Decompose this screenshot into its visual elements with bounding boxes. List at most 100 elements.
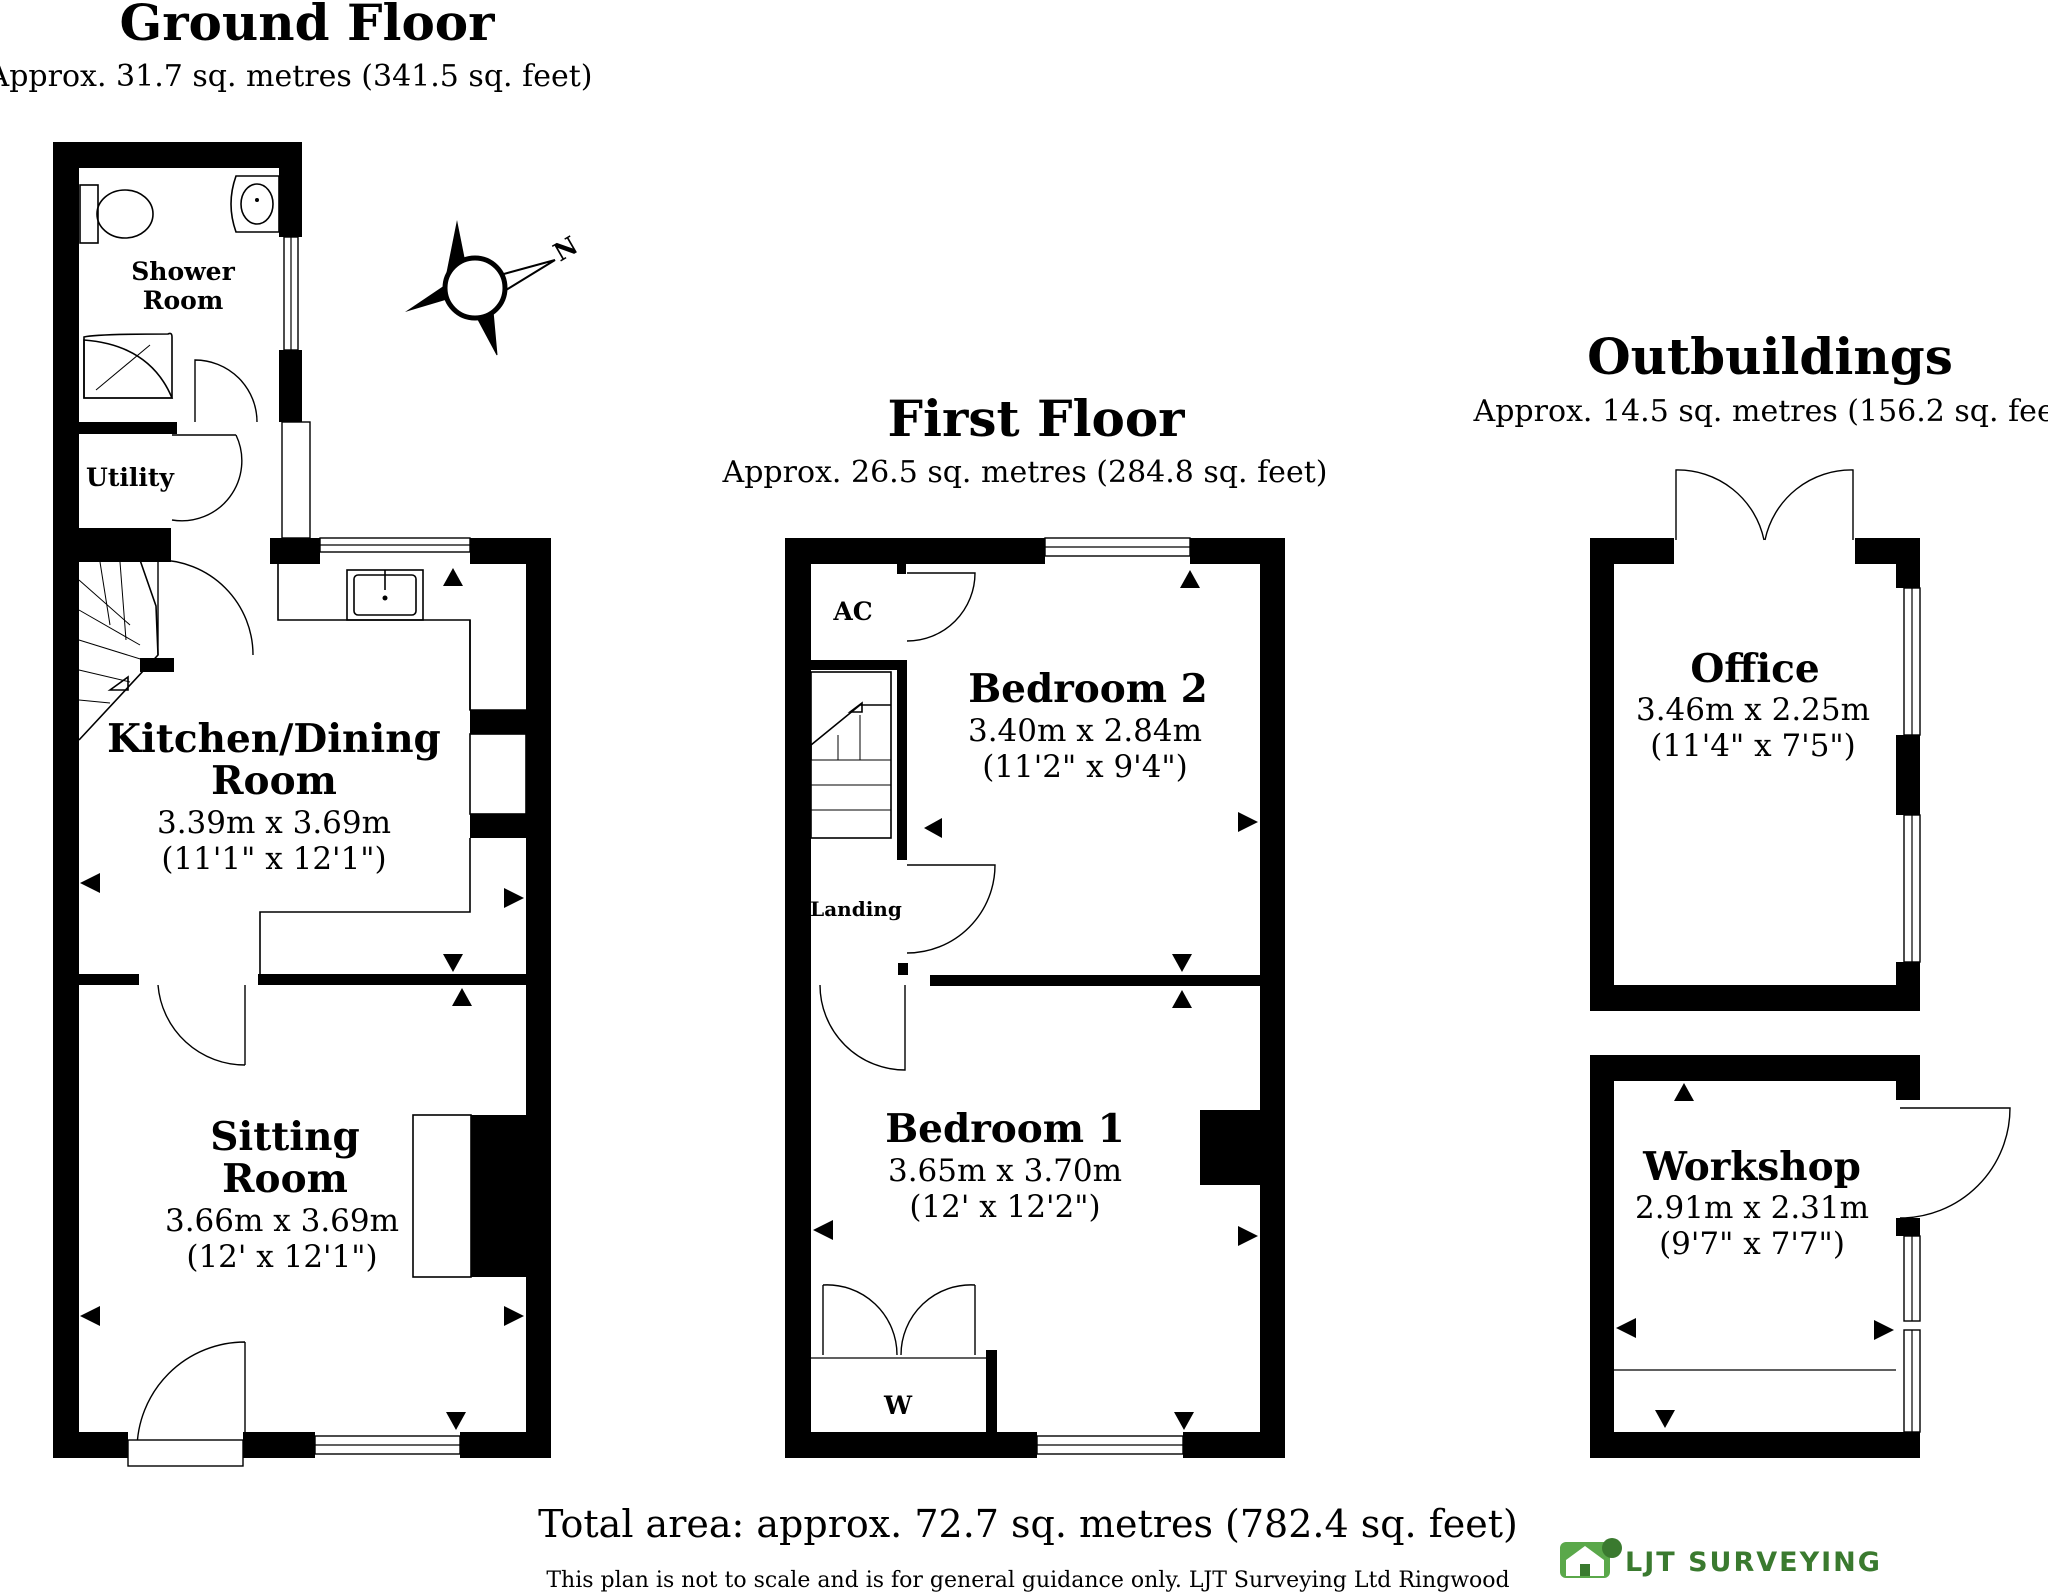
logo-text: LJT SURVEYING <box>1625 1547 1882 1578</box>
wall <box>1183 1432 1285 1458</box>
office-metric: 3.46m x 2.25m <box>1636 692 1870 728</box>
wall <box>270 538 320 564</box>
bedroom2-metric: 3.40m x 2.84m <box>968 713 1202 749</box>
sitting-label-2: Room <box>222 1156 348 1202</box>
disclaimer: This plan is not to scale and is for gen… <box>546 1568 1509 1593</box>
wall <box>1590 985 1920 1011</box>
outbuildings-title: Outbuildings <box>1587 327 1953 386</box>
wall <box>79 422 177 434</box>
wall <box>243 1432 315 1458</box>
wall <box>79 528 171 562</box>
compass-icon: N <box>405 220 583 356</box>
wall <box>1260 538 1285 1458</box>
first-floor-area: Approx. 26.5 sq. metres (284.8 sq. feet) <box>722 455 1328 490</box>
wall <box>1896 962 1920 1011</box>
workshop-imperial: (9'7" x 7'7") <box>1659 1226 1845 1262</box>
wall <box>1896 1055 1920 1100</box>
wall <box>1590 1055 1614 1458</box>
wall <box>897 564 906 574</box>
wall <box>1896 538 1920 588</box>
stairs <box>810 671 892 839</box>
wall <box>1896 1218 1920 1236</box>
wall <box>460 1432 551 1458</box>
ac-label: AC <box>832 597 872 626</box>
total-area: Total area: approx. 72.7 sq. metres (782… <box>538 1502 1518 1546</box>
office-label: Office <box>1690 646 1819 692</box>
wall <box>53 1432 128 1458</box>
worktop <box>277 564 526 711</box>
stairs <box>78 559 159 741</box>
wall <box>470 538 551 564</box>
ground-floor-title: Ground Floor <box>120 0 496 52</box>
door-ac <box>906 572 976 642</box>
wall <box>258 974 526 985</box>
wall <box>785 1432 1037 1458</box>
ljt-logo-icon <box>1560 1538 1622 1578</box>
door-bedroom2 <box>906 864 996 954</box>
wall <box>279 142 302 237</box>
office-imperial: (11'4" x 7'5") <box>1650 728 1856 764</box>
worktop <box>259 838 471 974</box>
front-door <box>136 1341 246 1451</box>
shower-room-label-2: Room <box>143 286 224 315</box>
office-door <box>1764 469 1854 541</box>
kitchen-imperial: (11'1" x 12'1") <box>161 841 386 877</box>
first-floor: First Floor Approx. 26.5 sq. metres (284… <box>722 389 1328 1458</box>
wall <box>811 660 906 670</box>
shower-tray <box>83 332 173 399</box>
chimney-breast <box>470 710 526 734</box>
door-utility <box>171 434 243 522</box>
ground-floor: Ground Floor Approx. 31.7 sq. metres (34… <box>0 0 592 1467</box>
workshop-label: Workshop <box>1642 1144 1861 1190</box>
door-bedroom1 <box>819 984 906 1071</box>
basin <box>230 175 280 233</box>
ground-floor-area: Approx. 31.7 sq. metres (341.5 sq. feet) <box>0 59 592 94</box>
wall <box>897 660 907 860</box>
first-floor-title: First Floor <box>887 389 1185 448</box>
front-door-frame <box>127 1439 244 1467</box>
wall <box>279 350 302 422</box>
wardrobe-label: W <box>883 1391 913 1420</box>
wardrobe-door <box>822 1284 898 1356</box>
toilet-bowl <box>96 189 154 239</box>
bedroom1-label: Bedroom 1 <box>885 1106 1125 1152</box>
utility-label: Utility <box>86 463 175 492</box>
wall <box>785 538 811 1458</box>
shower-room-label: Shower <box>131 257 235 286</box>
kitchen-metric: 3.39m x 3.69m <box>157 805 391 841</box>
footer: Total area: approx. 72.7 sq. metres (782… <box>538 1502 1882 1593</box>
bedroom1-metric: 3.65m x 3.70m <box>888 1153 1122 1189</box>
alcove <box>469 733 527 815</box>
wall <box>526 538 551 1458</box>
wall <box>930 975 1260 986</box>
wall <box>785 538 1045 564</box>
sitting-imperial: (12' x 12'1") <box>186 1239 377 1275</box>
bedroom2-label: Bedroom 2 <box>968 666 1208 712</box>
workshop-metric: 2.91m x 2.31m <box>1635 1190 1869 1226</box>
workshop-door <box>1899 1107 2011 1219</box>
landing-label: Landing <box>810 897 902 921</box>
outbuildings-area: Approx. 14.5 sq. metres (156.2 sq. feet) <box>1473 394 2048 429</box>
wall <box>1590 1055 1920 1081</box>
chimney-breast <box>470 814 526 838</box>
wall <box>898 963 908 975</box>
door-kitchen <box>157 559 254 656</box>
wardrobe-door <box>900 1284 976 1356</box>
wall <box>79 974 139 985</box>
wall <box>986 1350 997 1432</box>
chimney-breast <box>1200 1110 1260 1185</box>
kitchen-label: Kitchen/Dining <box>107 716 441 762</box>
fireplace-hearth <box>412 1114 472 1278</box>
wall <box>1590 538 1614 1011</box>
kitchen-label-2: Room <box>211 758 337 804</box>
sitting-label: Sitting <box>210 1114 359 1160</box>
office-door <box>1675 469 1765 541</box>
wall <box>53 142 79 1458</box>
chimney-breast <box>471 1115 526 1277</box>
door-sitting <box>157 984 246 1066</box>
outbuildings: Outbuildings Approx. 14.5 sq. metres (15… <box>1473 327 2048 1458</box>
wall <box>1590 1432 1920 1458</box>
door-shower <box>194 359 258 423</box>
wall <box>53 142 302 168</box>
